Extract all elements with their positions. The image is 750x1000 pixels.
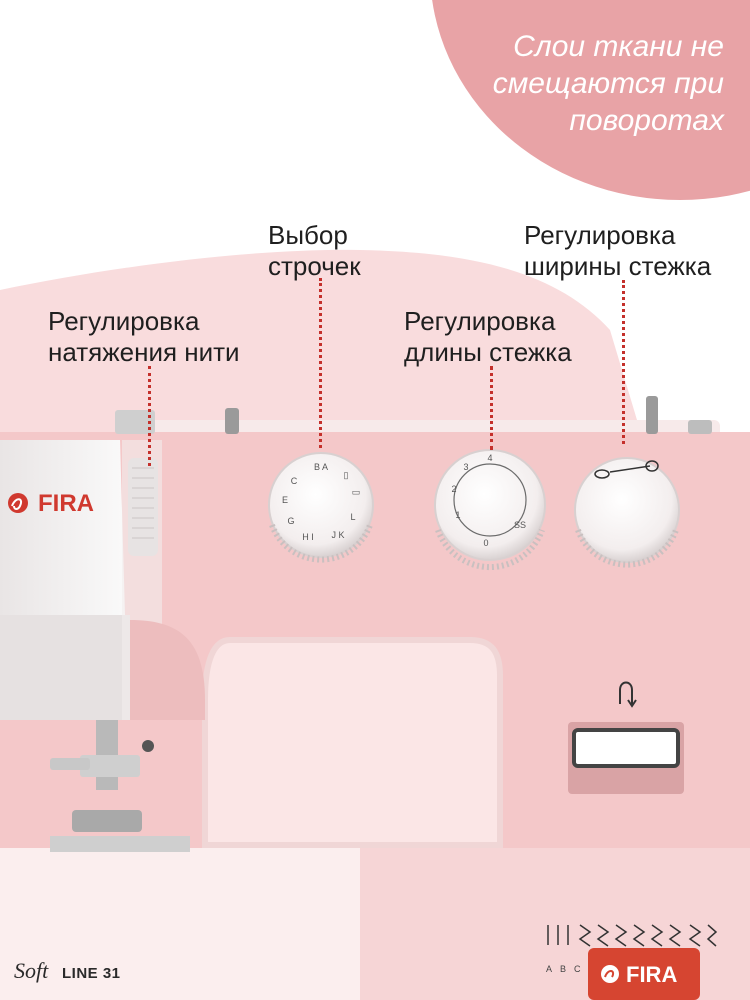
spool-pin [225, 408, 239, 434]
label-stitch-length-line-2: длины стежка [404, 337, 572, 367]
svg-text:C: C [574, 964, 581, 974]
svg-text:H I: H I [302, 532, 314, 542]
svg-text:SS: SS [514, 520, 526, 530]
svg-text:L: L [350, 512, 355, 522]
stitch-chart [547, 924, 718, 947]
headline: Слои ткани не смещаются при поворотах [424, 28, 724, 139]
svg-text:3: 3 [463, 462, 468, 472]
stitch-select-dial-knurl [269, 523, 373, 563]
svg-text:0: 0 [483, 538, 488, 548]
spool-pin-base [688, 420, 712, 434]
label-stitch-select-line-1: Выбор [268, 220, 348, 250]
label-thread-tension-line-1: Регулировка [48, 306, 200, 336]
svg-text:C: C [291, 476, 298, 486]
stitch-length-dial-scale [453, 463, 527, 537]
svg-text:B: B [560, 964, 566, 974]
presser-screw-icon [142, 740, 154, 752]
label-thread-tension-line-2: натяжения нити [48, 337, 240, 367]
presser-foot [72, 810, 142, 832]
thread-guide [115, 410, 155, 434]
spool-pin-right [646, 396, 658, 434]
fira-emblem-swirl [11, 498, 22, 510]
arm-opening [202, 637, 503, 848]
label-stitch-width-line-1: Регулировка [524, 220, 676, 250]
svg-text:E: E [282, 495, 288, 505]
stitch-select-dial-letters: B A C E G H I J K L ▭ ▯ [282, 462, 360, 542]
label-stitch-width-line-2: ширины стежка [524, 251, 712, 281]
headline-line-1: Слои ткани не [513, 30, 724, 63]
stitch-width-dial [574, 457, 680, 563]
svg-text:▯: ▯ [344, 470, 349, 480]
brand-badge [588, 948, 700, 1000]
label-stitch-length-line-1: Регулировка [404, 306, 556, 336]
stitch-length-dial-numbers: 4 3 2 1 0 SS [451, 453, 526, 548]
reverse-icon [619, 681, 637, 708]
fira-emblem-icon [8, 493, 28, 513]
machine-bed [0, 848, 380, 1000]
svg-text:G: G [287, 516, 294, 526]
svg-text:4: 4 [487, 453, 492, 463]
model-line: LINE 31 [62, 965, 121, 982]
svg-text:J K: J K [331, 530, 344, 540]
stitch-width-dial-knurl [575, 528, 679, 568]
leader-thread-tension [148, 366, 151, 466]
model-soft: Soft [14, 958, 49, 983]
label-stitch-width: Регулировка ширины стежка [524, 220, 711, 282]
svg-text:▭: ▭ [352, 487, 361, 497]
stitch-length-dial [434, 449, 546, 561]
svg-text:2: 2 [451, 484, 456, 494]
label-stitch-select: Выбор строчек [268, 220, 361, 282]
svg-text:B A: B A [314, 462, 328, 472]
stitch-width-dial-marks [594, 460, 659, 479]
leader-stitch-select [319, 278, 322, 448]
brand-logo-badge: FIRA [626, 962, 678, 987]
svg-text:1: 1 [455, 510, 460, 520]
needle-plate [50, 836, 190, 852]
brand-logo-front: FIRA [38, 490, 94, 517]
label-stitch-select-line-2: строчек [268, 251, 361, 281]
leader-stitch-length [490, 366, 493, 450]
headline-line-2: смещаются при [492, 67, 724, 100]
badge-emblem-swirl [604, 970, 615, 978]
front-panel-bottom [0, 615, 130, 720]
presser-foot-lever [50, 758, 90, 770]
presser-bar [80, 755, 140, 777]
leader-stitch-width [622, 280, 625, 444]
label-stitch-length: Регулировка длины стежка [404, 306, 572, 368]
label-thread-tension: Регулировка натяжения нити [48, 306, 240, 368]
arm-shadow [130, 620, 205, 720]
badge-emblem-icon [601, 965, 619, 983]
reverse-button [572, 728, 680, 768]
stitch-select-dial [268, 452, 374, 558]
svg-text:A: A [546, 964, 552, 974]
headline-line-3: поворотах [569, 104, 724, 137]
